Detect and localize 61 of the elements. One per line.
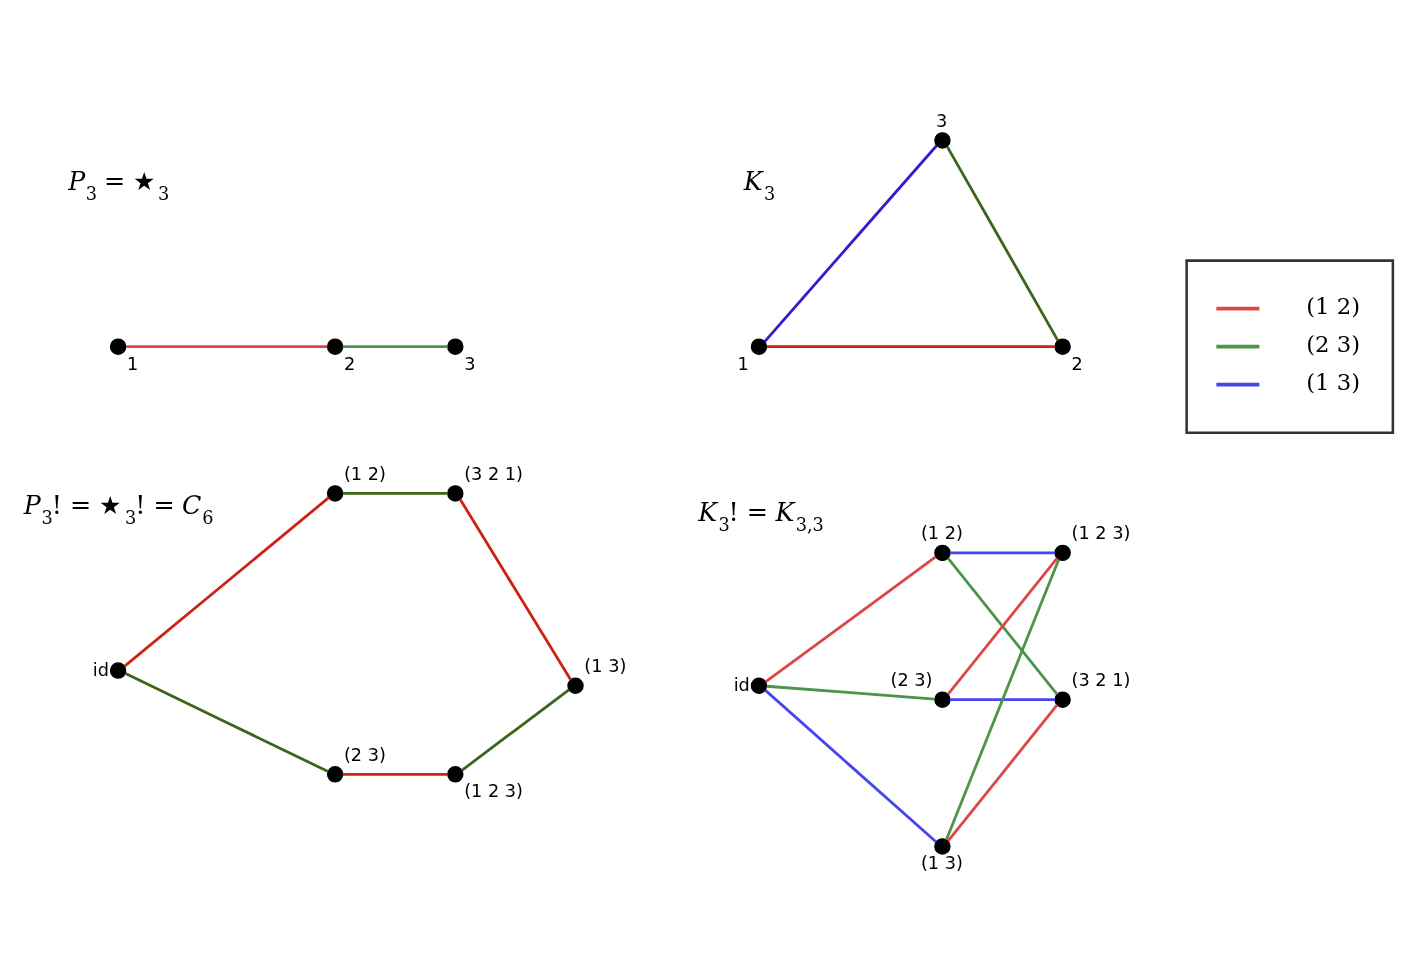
node-label: (1 3) bbox=[584, 655, 627, 676]
node-label: (1 2) bbox=[343, 463, 386, 484]
node-label: (1 2 3) bbox=[1071, 522, 1131, 543]
node-circle bbox=[109, 661, 127, 679]
node-label: (3 2 1) bbox=[464, 463, 524, 484]
node-circle bbox=[750, 677, 768, 694]
label: P$_{3}$ = ★$_{3}$ bbox=[68, 166, 170, 204]
legend-label: (1 3) bbox=[1306, 368, 1361, 395]
node-label: 1 bbox=[737, 353, 749, 374]
label: P$_{3}$! = ★$_{3}$! = C$_{6}$ bbox=[23, 490, 214, 528]
node-label: (2 3) bbox=[890, 669, 933, 690]
label: K$_{3}$! = K$_{3,3}$ bbox=[698, 497, 824, 535]
connector bbox=[950, 551, 1055, 554]
connector bbox=[459, 498, 572, 681]
node-label: 2 bbox=[343, 353, 356, 374]
node-label: 3 bbox=[936, 110, 948, 131]
connector bbox=[124, 671, 329, 773]
connector bbox=[342, 344, 448, 348]
connector bbox=[342, 772, 448, 776]
connector bbox=[765, 555, 937, 683]
connector bbox=[126, 344, 328, 348]
connector bbox=[945, 558, 1061, 840]
node-label: 3 bbox=[464, 353, 476, 374]
node-circle bbox=[1054, 544, 1071, 561]
node-circle bbox=[934, 544, 951, 561]
connector bbox=[763, 144, 938, 342]
connector bbox=[342, 491, 448, 495]
node-label: (1 3) bbox=[920, 852, 963, 873]
node-circle bbox=[447, 484, 464, 502]
node-label: 2 bbox=[1071, 353, 1083, 374]
node-label: id bbox=[733, 674, 750, 695]
connector bbox=[950, 697, 1055, 701]
node-circle bbox=[326, 765, 344, 783]
node-circle bbox=[326, 484, 344, 502]
node-circle bbox=[934, 837, 951, 855]
node-label: (3 2 1) bbox=[1071, 669, 1131, 690]
node-label: (2 3) bbox=[343, 744, 386, 765]
connector bbox=[764, 688, 937, 843]
connector bbox=[123, 496, 330, 667]
node-circle bbox=[934, 690, 951, 708]
node-circle bbox=[447, 337, 464, 355]
connector bbox=[766, 684, 935, 701]
node-label: (1 2) bbox=[920, 522, 963, 543]
node-circle bbox=[1054, 337, 1071, 355]
node-label: (1 2 3) bbox=[464, 780, 524, 801]
node-circle bbox=[1054, 690, 1071, 708]
node-circle bbox=[447, 765, 464, 783]
node-circle bbox=[934, 131, 951, 149]
node-label: id bbox=[92, 659, 109, 680]
connector bbox=[461, 688, 570, 771]
legend-label: (2 3) bbox=[1306, 330, 1361, 357]
connector bbox=[947, 703, 1059, 842]
node-circle bbox=[750, 337, 768, 355]
label: K$_{3}$ bbox=[743, 166, 776, 204]
legend-label: (1 2) bbox=[1306, 292, 1361, 319]
node-circle bbox=[326, 337, 344, 355]
node-label: 1 bbox=[126, 353, 139, 374]
connector bbox=[946, 145, 1059, 341]
node-circle bbox=[567, 677, 584, 694]
node-circle bbox=[109, 337, 127, 355]
connector bbox=[766, 344, 1055, 348]
